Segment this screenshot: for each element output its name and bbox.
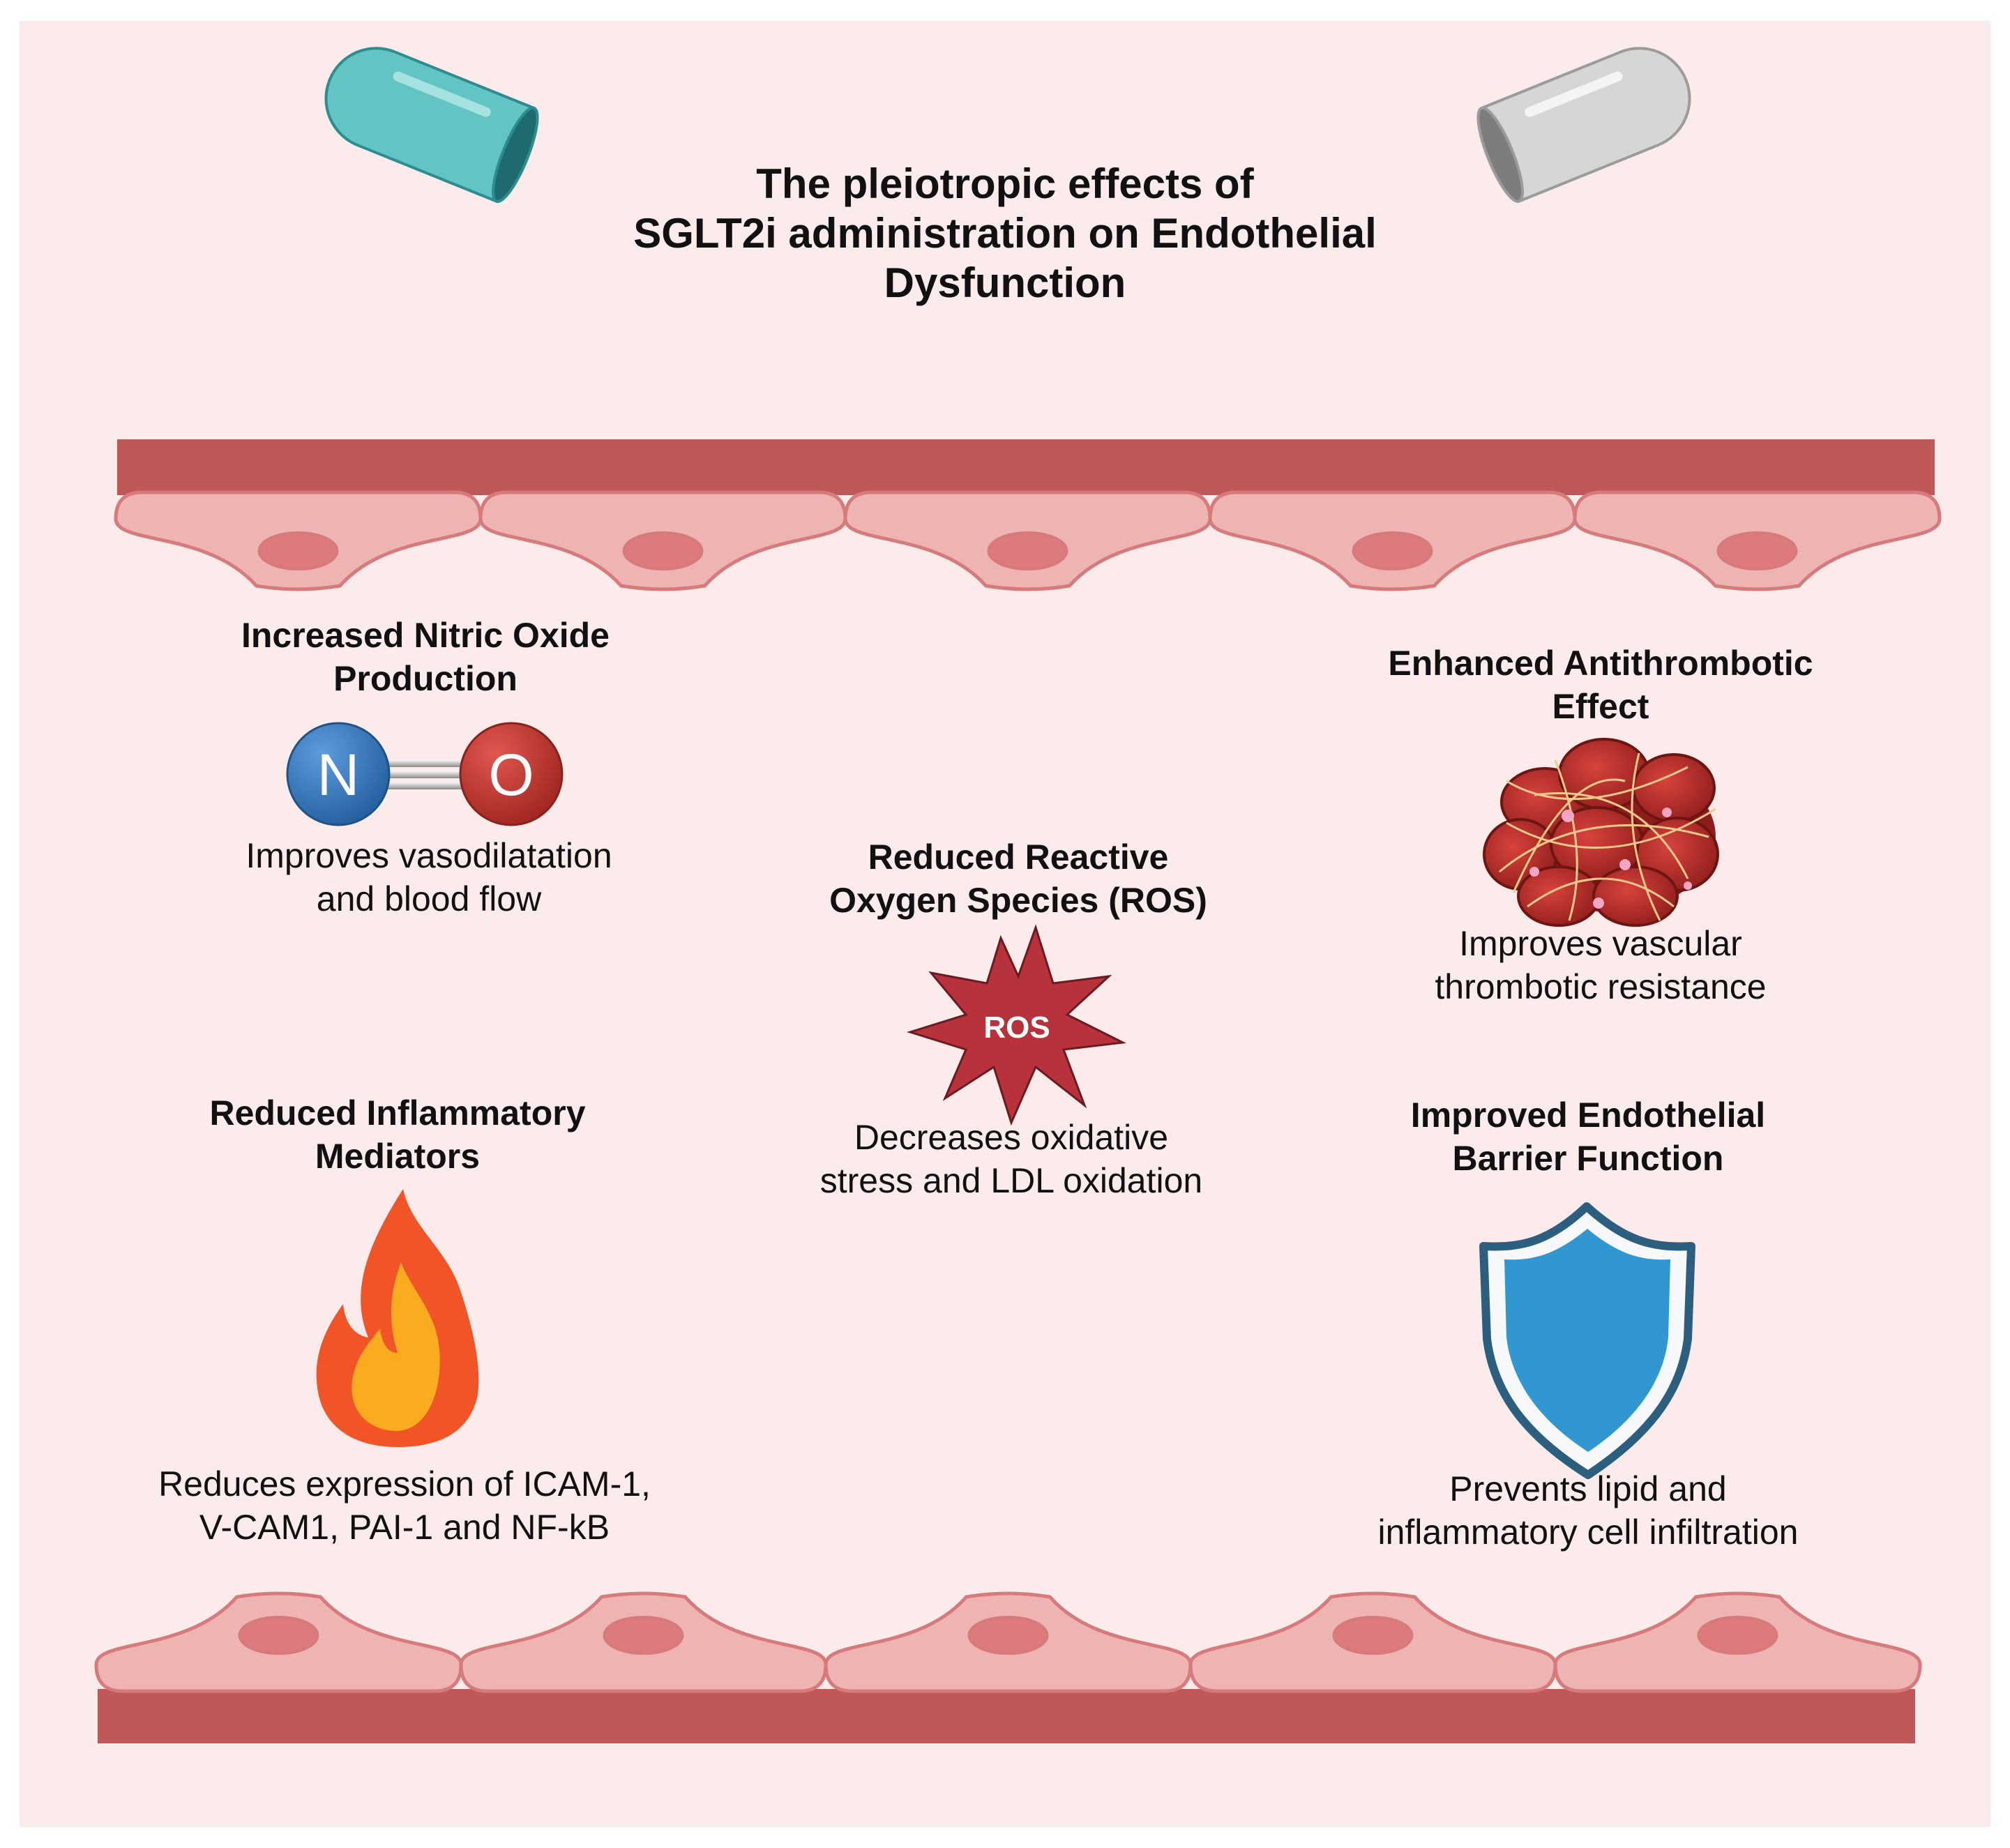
figure-panel [20,21,1990,1827]
ros-heading: Reduced Reactive Oxygen Species (ROS) [739,835,1297,922]
description-line: Reduces expression of ICAM-1, [158,1464,651,1504]
shield-icon [1479,1202,1695,1479]
cell-nucleus [1332,1616,1414,1655]
description-line: Decreases oxidative [854,1118,1169,1157]
description-line: V-CAM1, PAI-1 and NF-kB [199,1508,610,1547]
flame-icon [316,1189,479,1447]
figure-title: The pleiotropic effects of SGLT2i admini… [587,159,1423,308]
ros-description: Decreases oxidative stress and LDL oxida… [729,1116,1294,1202]
vessel-wall-top [117,439,1935,495]
capsule-white-icon [1476,47,1691,204]
ros-burst-icon [906,924,1127,1126]
atom-n-label: N [317,742,360,808]
heading-line: Production [333,659,517,698]
description-line: stress and LDL oxidation [819,1161,1203,1200]
cell-nucleus [967,1616,1049,1655]
barrier-description: Prevents lipid and inflammatory cell inf… [1295,1467,1881,1554]
cell-nucleus [603,1616,684,1655]
endothelial-cells-bottom [94,1591,1922,1693]
cell-nucleus [257,531,339,570]
endothelial-cells-top [114,490,1942,591]
no-molecule-icon [286,722,564,826]
blood-clot-icon [1483,738,1719,927]
description-line: inflammatory cell infiltration [1377,1513,1799,1552]
heading-line: Reduced Inflammatory [209,1093,586,1133]
heading-line: Improved Endothelial [1410,1096,1766,1135]
antithrombotic-heading: Enhanced Antithrombotic Effect [1322,642,1880,728]
nitric-oxide-heading: Increased Nitric Oxide Production [164,614,687,700]
title-line: Dysfunction [884,259,1126,306]
nitric-oxide-description: Improves vasodilatation and blood flow [164,834,694,921]
description-line: Improves vasodilatation [245,836,612,875]
cell-nucleus [1716,531,1798,570]
heading-line: Reduced Reactive [868,838,1169,877]
description-line: Prevents lipid and [1449,1469,1727,1508]
cell-nucleus [622,531,704,570]
description-line: thrombotic resistance [1435,967,1767,1006]
vessel-wall-bottom [98,1689,1915,1743]
heading-line: Increased Nitric Oxide [241,616,610,655]
cell-nucleus [238,1616,319,1655]
title-line: SGLT2i administration on Endothelial [633,210,1377,257]
barrier-heading: Improved Endothelial Barrier Function [1309,1093,1867,1180]
heading-line: Mediators [315,1137,481,1176]
heading-line: Enhanced Antithrombotic [1388,644,1813,683]
antithrombotic-description: Improves vascular thrombotic resistance [1322,922,1880,1008]
description-line: Improves vascular [1459,924,1742,963]
title-line: The pleiotropic effects of [756,160,1254,207]
heading-line: Oxygen Species (ROS) [829,881,1207,920]
description-line: and blood flow [316,879,542,918]
heading-line: Effect [1552,687,1649,726]
inflammatory-heading: Reduced Inflammatory Mediators [119,1091,677,1178]
capsule-teal-icon [324,47,539,204]
cell-nucleus [1697,1616,1778,1655]
heading-line: Barrier Function [1452,1139,1724,1178]
atom-o-label: O [488,742,534,808]
ros-badge-label: ROS [983,1010,1050,1045]
inflammatory-description: Reduces expression of ICAM-1, V-CAM1, PA… [105,1462,704,1549]
cell-nucleus [1352,531,1433,570]
cell-nucleus [987,531,1068,570]
